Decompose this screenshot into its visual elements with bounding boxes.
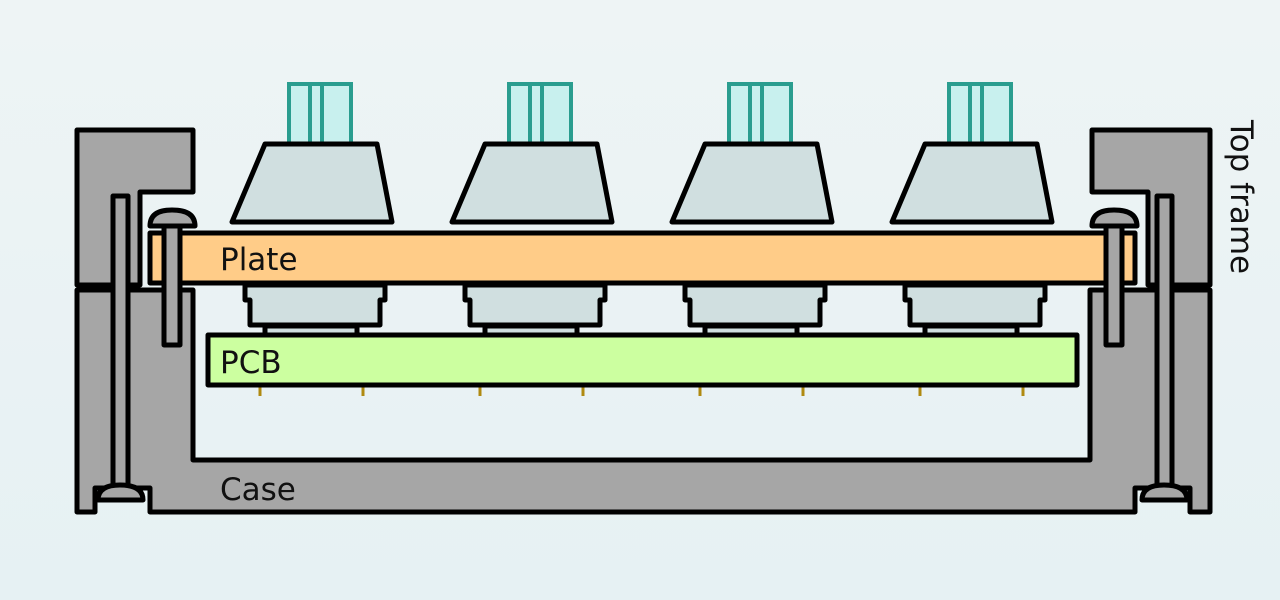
top-frame-left xyxy=(74,127,196,288)
frame-screw-left xyxy=(95,193,146,503)
key-switch xyxy=(449,82,615,339)
switch-bottom-housing xyxy=(902,282,1048,328)
switch-bottom-housing xyxy=(242,282,388,328)
plate-screw-right xyxy=(1089,207,1140,348)
switch-top-housing xyxy=(669,141,835,225)
pcb xyxy=(205,332,1080,388)
case xyxy=(74,287,1213,515)
key-switch xyxy=(669,82,835,339)
switch-bottom-housing xyxy=(462,282,608,328)
top-frame-label: Top frame xyxy=(1223,119,1259,274)
switch-top-housing xyxy=(229,141,395,225)
pcb-pins xyxy=(258,386,1025,396)
switch-top-housing xyxy=(449,141,615,225)
frame-screw-right xyxy=(1139,193,1190,503)
switches xyxy=(229,82,1055,339)
plate-label: Plate xyxy=(220,242,298,278)
top-frame-right xyxy=(1089,127,1213,288)
key-switch xyxy=(229,82,395,339)
switch-top-housing xyxy=(889,141,1055,225)
case-label: Case xyxy=(220,472,296,508)
plate-screw-left xyxy=(147,207,198,348)
pcb-label: PCB xyxy=(220,345,282,381)
switch-bottom-housing xyxy=(682,282,828,328)
plate xyxy=(147,230,1138,286)
key-switch xyxy=(889,82,1055,339)
